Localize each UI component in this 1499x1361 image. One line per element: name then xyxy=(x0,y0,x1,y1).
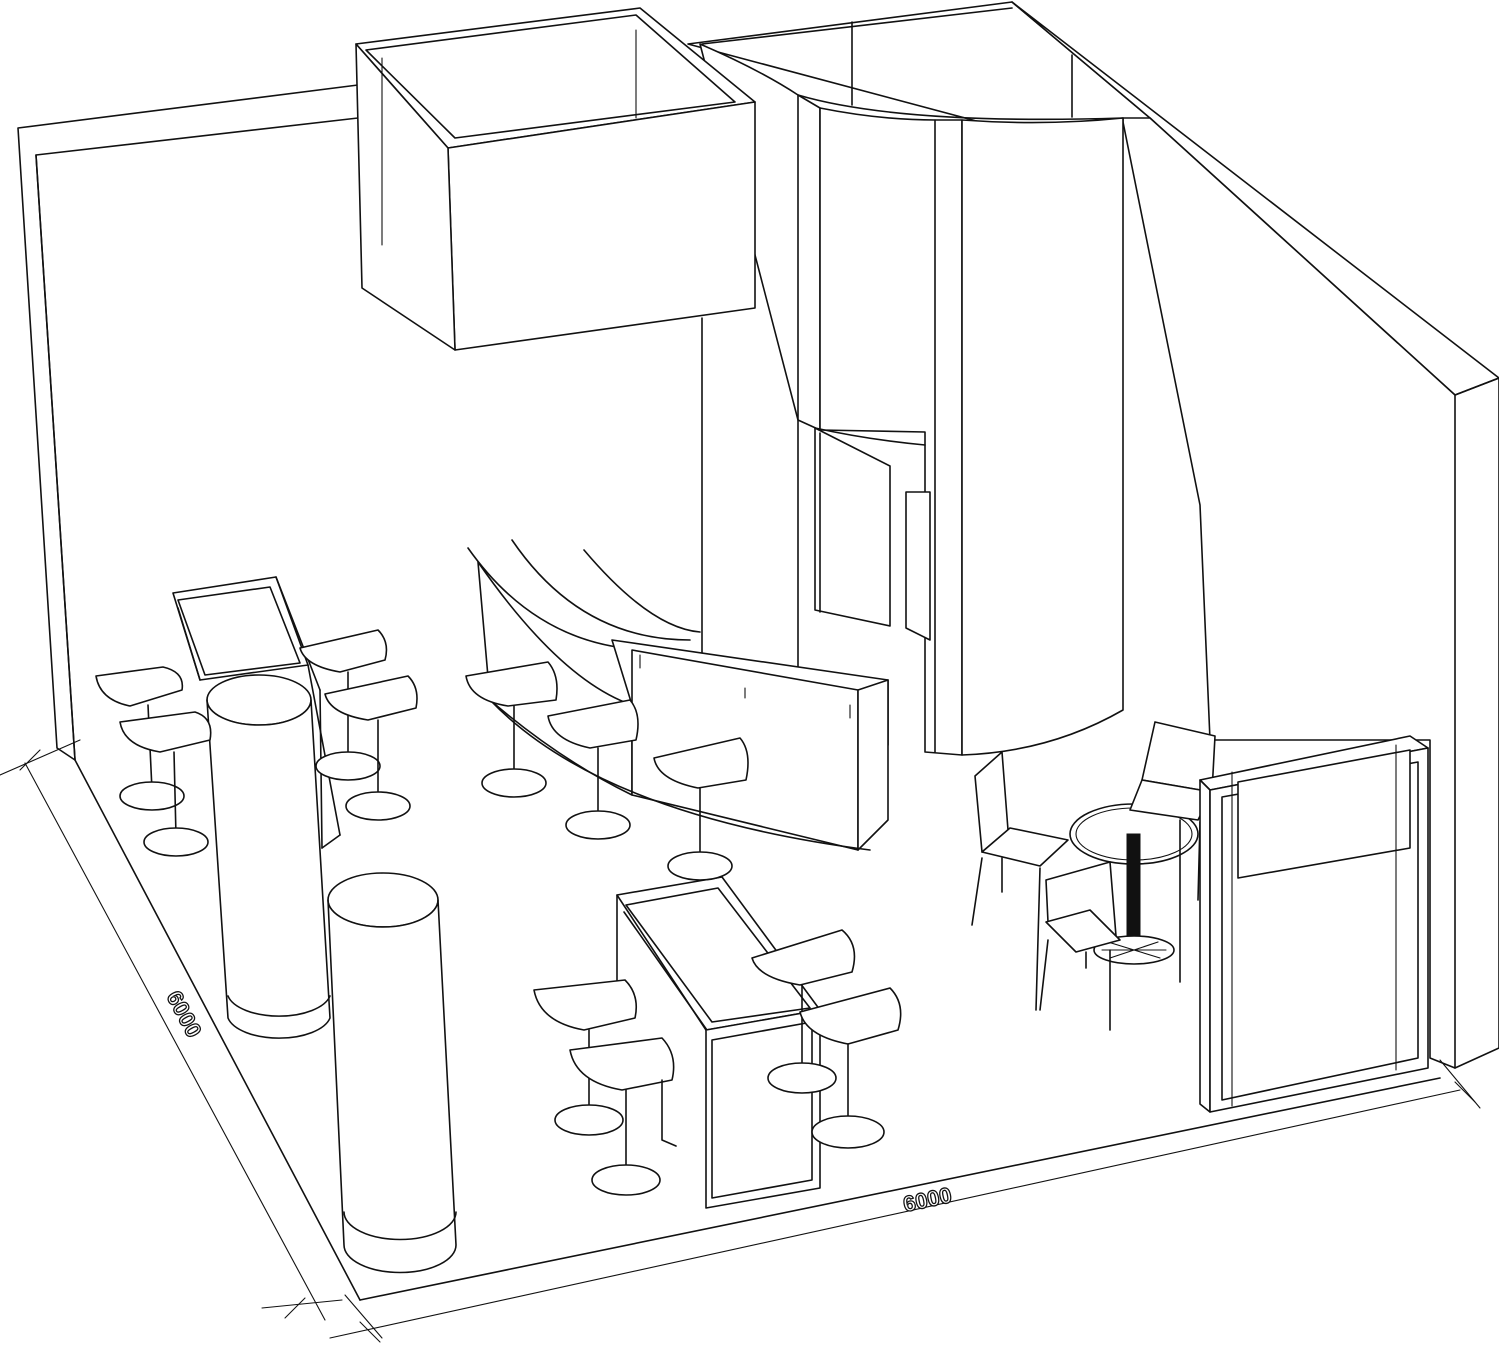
dimension-line-front xyxy=(329,1059,1481,1343)
dimension-label-left: 6000 xyxy=(162,987,207,1042)
bar-stool xyxy=(799,987,902,1149)
bar-stool xyxy=(547,699,639,840)
curved-panel xyxy=(699,43,1124,756)
storage-cabinet xyxy=(1199,735,1429,1113)
chair xyxy=(1039,861,1121,1031)
chair xyxy=(1129,721,1216,983)
right-wall xyxy=(1011,1,1499,1069)
door-panel xyxy=(814,427,931,641)
bar-stool xyxy=(569,1037,677,1196)
column-right xyxy=(327,872,457,1274)
high-table-left xyxy=(172,576,341,849)
high-table-front xyxy=(616,876,821,1209)
bar-stool xyxy=(299,629,388,781)
hanging-ceiling-box xyxy=(355,7,756,351)
dimension-line-left xyxy=(0,739,343,1321)
chair xyxy=(971,751,1069,1011)
bar-stool xyxy=(324,675,418,821)
bar-stool xyxy=(465,661,558,798)
floor-outline xyxy=(74,759,1441,1301)
bar-stool xyxy=(751,929,856,1094)
bar-stool xyxy=(653,737,749,881)
column-left xyxy=(206,674,331,1039)
bar-stool xyxy=(533,979,638,1136)
bar-stool xyxy=(119,711,212,857)
round-table xyxy=(1069,803,1199,965)
